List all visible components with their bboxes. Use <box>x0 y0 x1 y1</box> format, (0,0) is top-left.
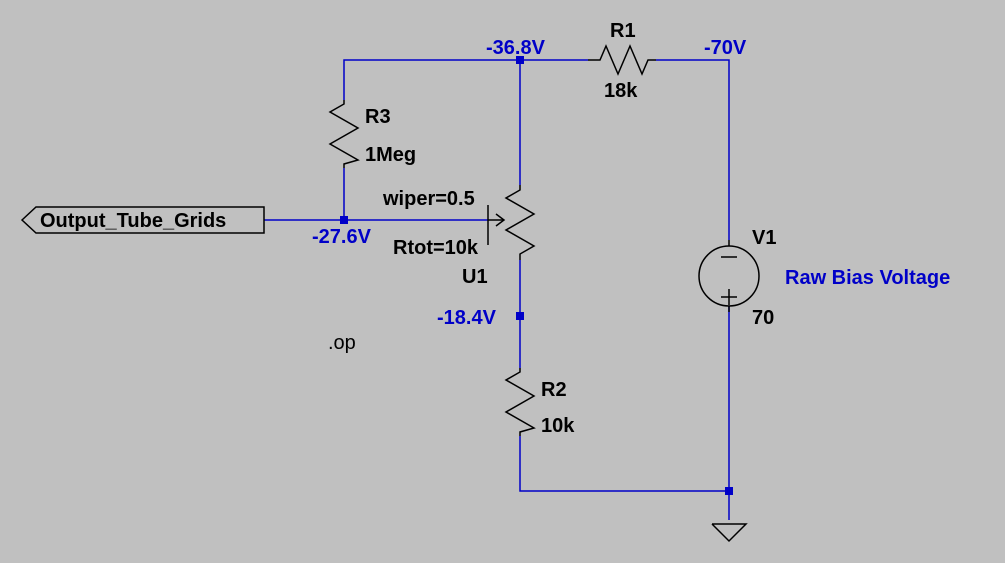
node-voltage-neg70: -70V <box>704 37 747 59</box>
v1-value-label: 70 <box>752 307 775 329</box>
wires <box>264 59 730 520</box>
resistor-icon[interactable] <box>504 368 536 436</box>
r2-name-label: R2 <box>541 379 567 401</box>
r2-value-label: 10k <box>541 415 575 437</box>
spice-directive[interactable]: .op <box>328 332 356 354</box>
port-icon[interactable] <box>20 206 265 234</box>
wire-r2-to-ground[interactable] <box>519 436 729 492</box>
r2-resistor-icon[interactable] <box>504 368 536 436</box>
node-voltage-low: -18.4V <box>437 307 496 329</box>
junction-top <box>516 56 524 64</box>
ground-icon[interactable] <box>711 523 748 543</box>
voltage-source-icon[interactable] <box>698 240 760 312</box>
resistor-icon[interactable] <box>588 44 656 76</box>
u1-name-label: U1 <box>462 266 488 288</box>
u1-rtot-label: Rtot=10k <box>393 237 479 259</box>
v1-name-label: V1 <box>752 227 777 249</box>
u1-potentiometer-body[interactable] <box>504 185 536 260</box>
output-port-shape[interactable] <box>20 206 265 234</box>
junction-ground <box>725 487 733 495</box>
wire-r3-top[interactable] <box>343 59 520 100</box>
components <box>20 44 760 543</box>
r3-resistor-icon[interactable] <box>328 100 360 168</box>
resistor-icon[interactable] <box>328 100 360 168</box>
output-port-label[interactable]: Output_Tube_Grids <box>40 210 227 232</box>
junctions <box>340 56 733 495</box>
potentiometer-icon[interactable] <box>487 185 536 260</box>
r1-resistor-icon[interactable] <box>588 44 656 76</box>
ground-symbol[interactable] <box>711 523 748 543</box>
junction-low <box>516 312 524 320</box>
node-voltage-grid: -27.6V <box>312 226 371 248</box>
r3-value-label: 1Meg <box>365 144 417 166</box>
node-voltage-top: -36.8V <box>486 37 545 59</box>
v1-comment-label: Raw Bias Voltage <box>785 267 951 289</box>
r1-name-label: R1 <box>610 20 636 42</box>
u1-wiper-label: wiper=0.5 <box>383 188 475 210</box>
junction-grid <box>340 216 348 224</box>
r3-name-label: R3 <box>365 106 391 128</box>
r1-value-label: 18k <box>604 80 638 102</box>
u1-wiper-arrow <box>495 213 506 227</box>
wire-r1-to-v1[interactable] <box>656 59 730 240</box>
